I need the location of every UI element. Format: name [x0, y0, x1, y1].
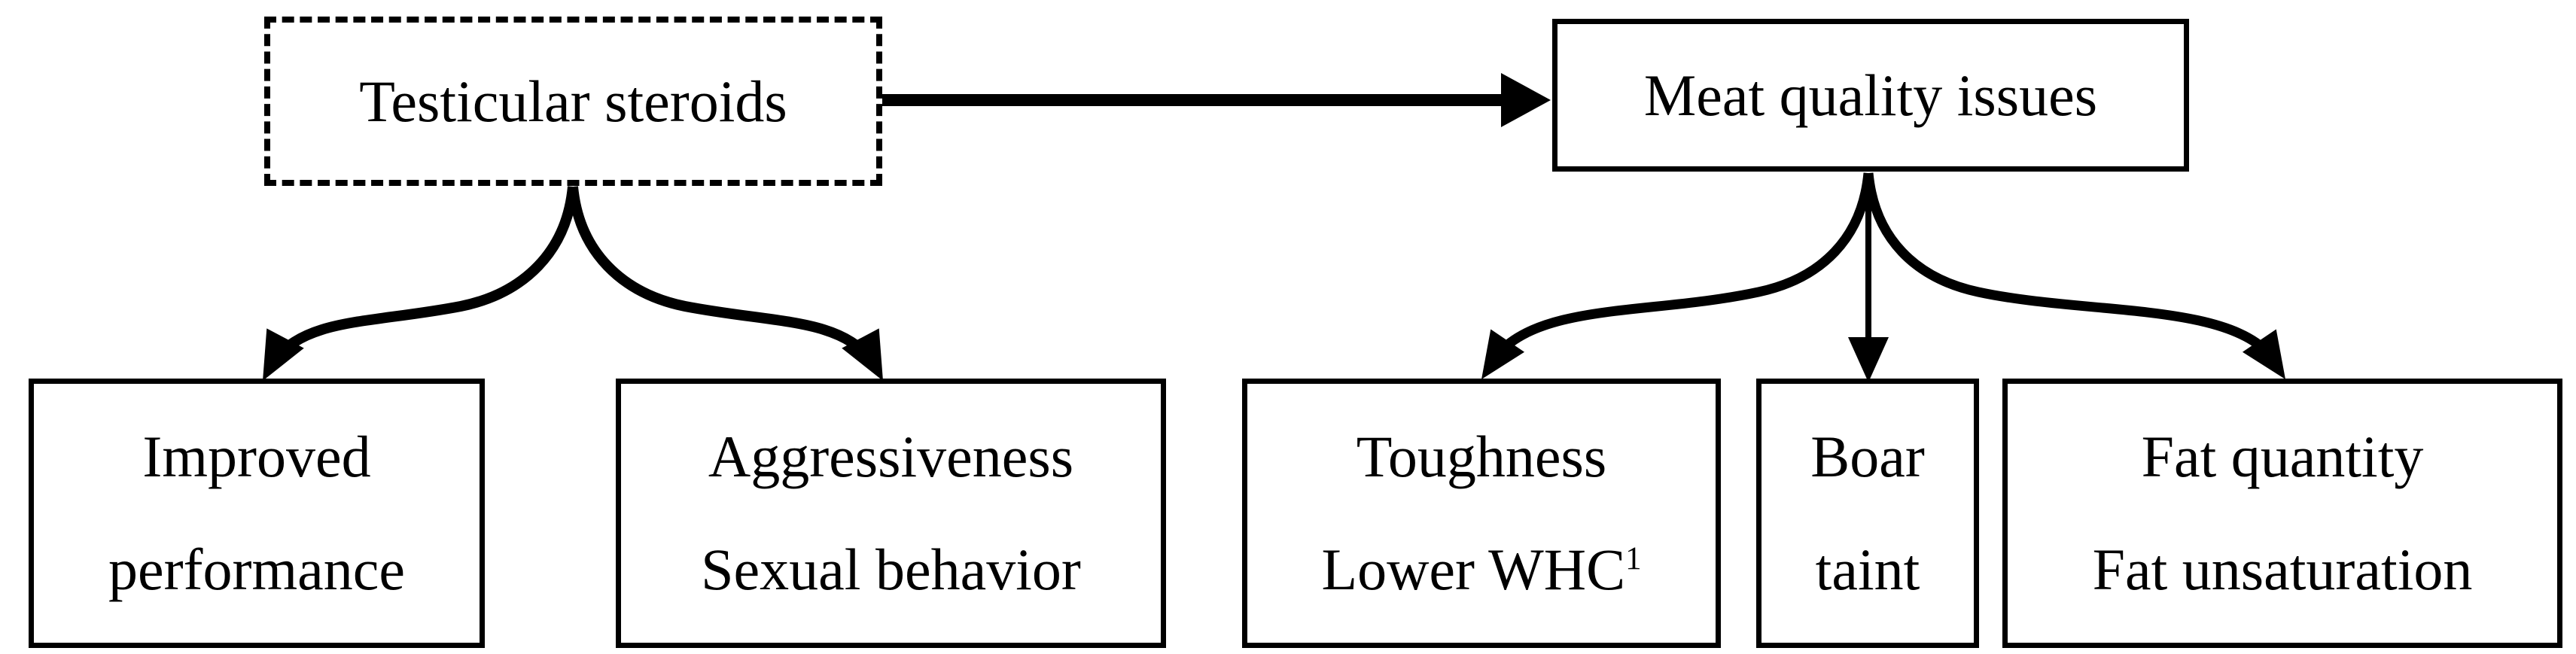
node-meat-quality-issues-label: Meat quality issues — [1643, 62, 2098, 128]
node-improved-performance-line1: Improved — [142, 424, 371, 489]
node-toughness-line1: Toughness — [1356, 424, 1607, 489]
node-boar-taint-line1: Boar — [1810, 424, 1925, 489]
node-aggressiveness-line1: Aggressiveness — [708, 424, 1074, 489]
arrow-meat-issues-to-fat — [1863, 172, 2285, 379]
node-improved-performance: Improved performance — [29, 379, 485, 648]
node-boar-taint-line2: taint — [1815, 537, 1920, 602]
node-improved-performance-line2: performance — [108, 537, 406, 602]
arrow-steroids-to-meat-issues — [882, 73, 1551, 127]
whc-footnote-marker: 1 — [1625, 541, 1642, 576]
arrow-meat-issues-to-boar-taint — [1848, 173, 1889, 382]
node-fat-line2: Fat unsaturation — [2092, 537, 2473, 602]
node-toughness-lower-whc: Toughness Lower WHC1 — [1242, 379, 1721, 648]
node-boar-taint: Boar taint — [1756, 379, 1979, 648]
node-meat-quality-issues: Meat quality issues — [1552, 19, 2189, 172]
node-testicular-steroids: Testicular steroids — [264, 17, 882, 186]
node-fat-line1: Fat quantity — [2141, 424, 2424, 489]
arrow-steroids-to-aggressiveness — [568, 186, 883, 381]
node-fat-quantity-unsaturation: Fat quantity Fat unsaturation — [2002, 379, 2562, 648]
node-toughness-line2-text: Lower WHC — [1321, 537, 1626, 602]
node-testicular-steroids-label: Testicular steroids — [359, 68, 787, 134]
arrow-steroids-to-improved-performance — [263, 186, 578, 381]
arrow-meat-issues-to-toughness — [1481, 172, 1874, 379]
node-toughness-line2: Lower WHC1 — [1321, 540, 1641, 599]
node-aggressiveness-line2: Sexual behavior — [701, 537, 1081, 602]
node-aggressiveness-sexual-behavior: Aggressiveness Sexual behavior — [616, 379, 1166, 648]
